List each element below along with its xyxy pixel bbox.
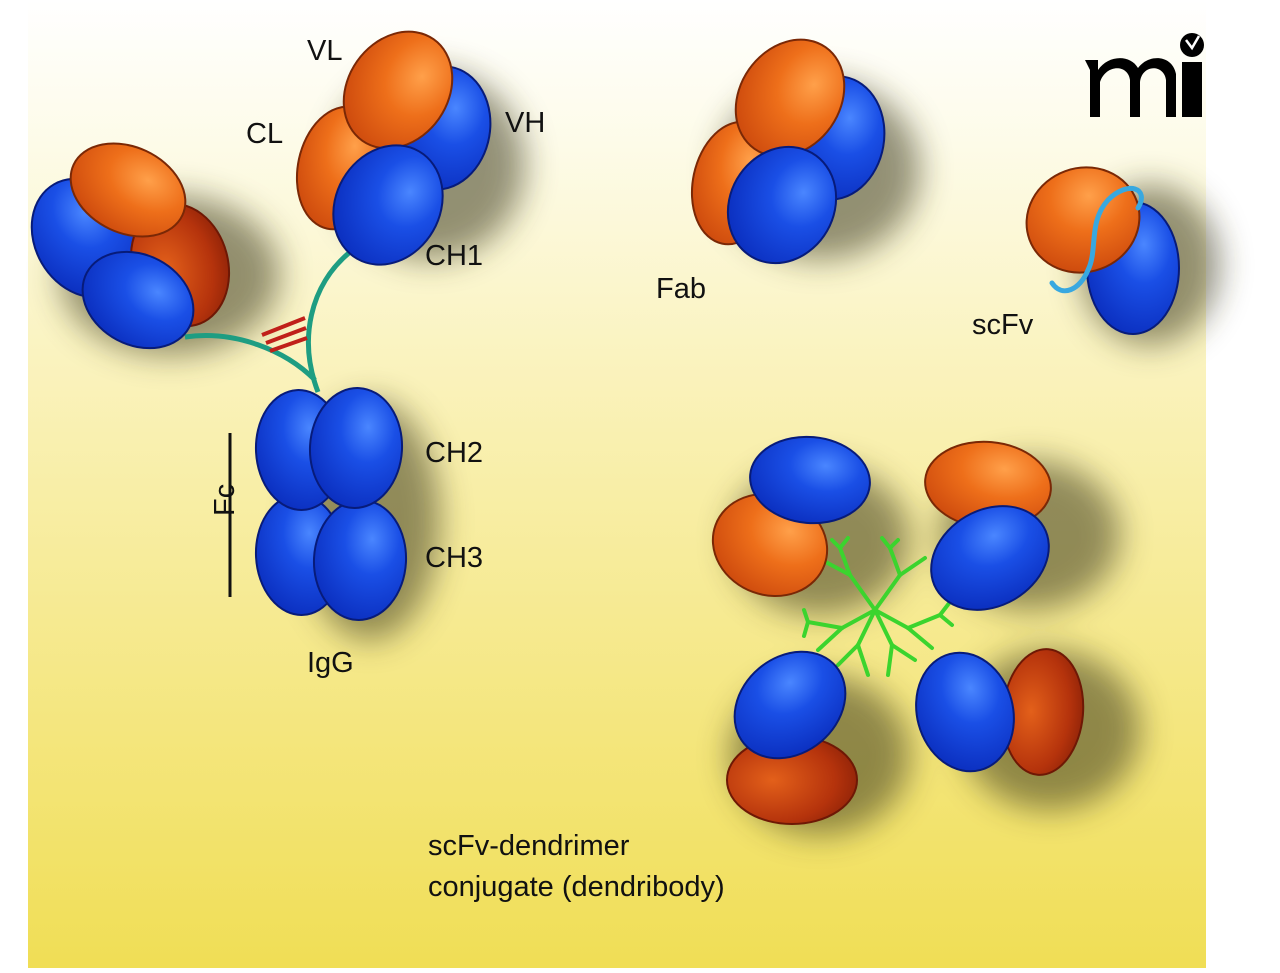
light-domain-vl-left (69, 142, 187, 238)
label-fc: Fc (209, 484, 241, 516)
hinge-strand-right (306, 250, 352, 393)
igg-molecule: VL CL VH CH1 CH2 CH3 Fc IgG (30, 30, 545, 679)
heavy-domain-ch1-left (81, 250, 195, 350)
scfv-heavy-domain (915, 651, 1015, 773)
label-dendribody-line1: scFv-dendrimer (428, 830, 630, 862)
hinge-strand-left (184, 333, 317, 382)
scfv-heavy-domain (930, 505, 1050, 611)
igg-left-fab-arm (30, 142, 231, 350)
scfv-fragment: scFv (972, 166, 1180, 341)
fab-light-vl (734, 38, 846, 158)
label-vh: VH (505, 107, 545, 139)
scfv-heavy-domain (733, 650, 847, 760)
scfv-heavy-domain (749, 435, 871, 525)
label-ch2: CH2 (425, 437, 483, 469)
label-cl: CL (246, 118, 283, 150)
dendribody-scfv-top-right (924, 440, 1052, 611)
scfv-peptide-linker (1049, 186, 1144, 294)
fab-heavy-ch1 (726, 145, 838, 265)
logo-i-dot (1180, 33, 1204, 57)
dendribody-scfv-bottom-right (915, 648, 1085, 776)
label-vl: VL (307, 35, 342, 67)
dendrimer-core (802, 536, 954, 677)
dendribody: scFv-dendrimer conjugate (dendribody) (428, 435, 1085, 903)
logo-m-glyph (1085, 58, 1176, 117)
label-ch3: CH3 (425, 542, 483, 574)
label-fab: Fab (656, 273, 706, 305)
light-domain-vl-top (342, 30, 454, 150)
label-dendribody-line2: conjugate (dendribody) (428, 871, 725, 903)
label-igg: IgG (307, 647, 354, 679)
disulfide-bonds (261, 316, 308, 353)
igg-fc-region (254, 387, 408, 621)
label-ch1: CH1 (425, 240, 483, 272)
heavy-domain-ch2-front (308, 387, 404, 509)
dendribody-scfv-bottom-left (726, 650, 858, 825)
fab-fragment: Fab (656, 38, 886, 305)
mi-logo (1085, 33, 1204, 117)
igg-top-fab-arm (295, 30, 492, 266)
logo-check-mark (1185, 35, 1201, 51)
dendribody-scfv-top-left (711, 435, 871, 598)
heavy-domain-ch1-top (332, 144, 444, 266)
logo-i-stem (1182, 62, 1202, 117)
scfv-light-domain (1025, 166, 1141, 274)
label-scfv: scFv (972, 309, 1034, 341)
